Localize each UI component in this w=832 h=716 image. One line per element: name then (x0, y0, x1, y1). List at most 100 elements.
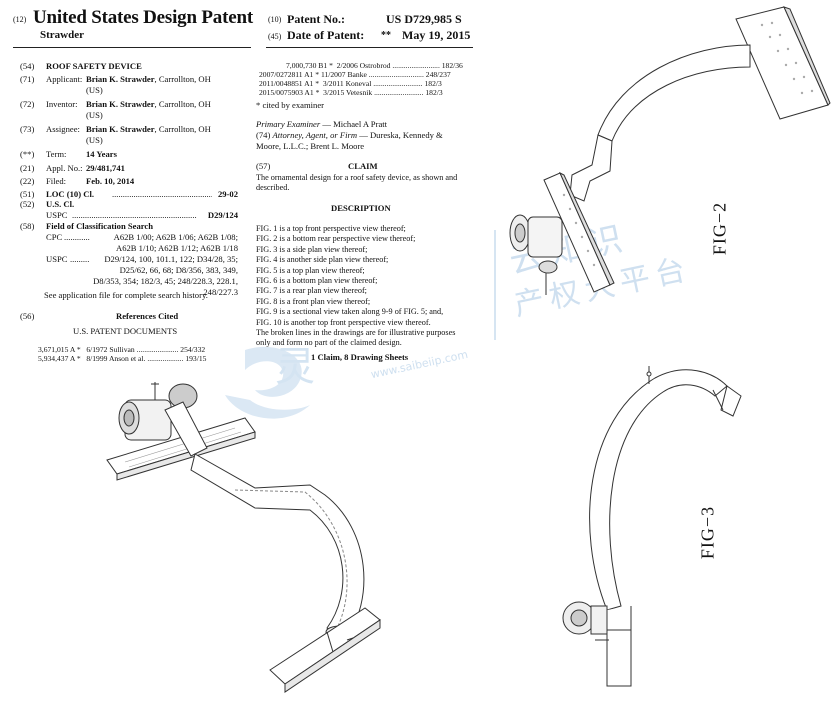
ref-number: 2015/0075903 (259, 88, 303, 97)
watermark-divider (494, 230, 496, 340)
field-22-code: (22) (20, 176, 35, 186)
ref-date: 3/2015 (323, 88, 345, 97)
fig1-drawing (106, 382, 381, 693)
field-term-label: Term: (46, 149, 67, 159)
ref-class: 182/3 (425, 88, 443, 97)
assignee-country: (US) (86, 135, 103, 145)
cited-by-examiner: * cited by examiner (256, 100, 325, 110)
inventor-country: (US) (86, 110, 103, 120)
ref-date: 2/2006 (336, 61, 358, 70)
header-code-45: (45) (268, 32, 282, 41)
references-cited-title: References Cited (116, 311, 179, 321)
field-51-code: (51) (20, 189, 35, 199)
ref-dots: .......................... (373, 79, 423, 88)
inventor-location: , Carrollton, OH (154, 99, 211, 109)
ref-kind: A (69, 345, 75, 354)
claim-title: CLAIM (348, 161, 378, 171)
ref-star: * (329, 61, 333, 70)
field-52-label: U.S. Cl. (46, 199, 75, 209)
patent-no-label: Patent No.: (287, 12, 345, 26)
assignee-location: , Carrollton, OH (154, 124, 211, 134)
ref-kind: A1 (304, 79, 314, 88)
filed-value: Feb. 10, 2014 (86, 176, 135, 186)
ref-kind: B1 (318, 61, 328, 70)
field-73: (73) Assignee: Brian K. Strawder, Carrol… (20, 124, 250, 148)
description-line: The broken lines in the drawings are for… (256, 328, 456, 338)
ref-class: 193/15 (185, 354, 207, 363)
ref-star: * (76, 354, 81, 363)
loc-value: 29-02 (217, 189, 238, 199)
field-56-code: (56) (20, 311, 35, 321)
ref-row-right-2: 2007/0272811 A1 * 11/2007 Banke ........… (259, 70, 451, 80)
uspc-value: D29/124 (207, 210, 238, 220)
ref-class: 182/36 (441, 61, 463, 70)
date-marker: ** (381, 30, 391, 41)
ref-row-left-1: 3,671,015 A * 6/1972 Sullivan ..........… (38, 345, 205, 355)
ref-class: 182/3 (424, 79, 442, 88)
field-58: (58) Field of Classification Search CPC … (20, 221, 238, 301)
cpc-label: CPC (46, 232, 63, 242)
document-title: United States Design Patent (33, 7, 253, 28)
claim-code: (57) (256, 161, 271, 171)
ref-name: Anson et al. (108, 354, 146, 363)
primary-examiner: Primary Examiner — Michael A Pratt (256, 119, 387, 130)
field-54-code: (54) (20, 61, 35, 71)
ref-dots: ......................... (392, 61, 440, 70)
watermark-logo-icon: 灵 (225, 344, 315, 419)
ref-number: 2007/0272811 (259, 70, 303, 79)
field-51-dots: ........................................… (112, 189, 212, 199)
ref-row-right-4: 2015/0075903 A1 * 3/2015 Vetesnik ......… (259, 88, 443, 98)
description-line: FIG. 3 is a side plan view thereof; (256, 244, 368, 254)
field-21-code: (21) (20, 163, 35, 173)
cpc-line-1: A62B 1/00; A62B 1/06; A62B 1/08; (113, 232, 238, 242)
field-52-code: (52) (20, 199, 35, 209)
field-58-label: Field of Classification Search (46, 221, 154, 231)
uspc-search-label: USPC (46, 254, 68, 264)
ref-name: Ostrobrod (359, 61, 391, 70)
header-code-12: (12) (13, 15, 27, 24)
attorney-line-1: — Dureska, Kennedy & (357, 130, 443, 140)
field-22-label: Filed: (46, 176, 67, 186)
field-71-code: (71) (20, 74, 35, 84)
description-list: FIG. 1 is a top front perspective view t… (256, 224, 476, 349)
field-71-label: Applicant: (46, 74, 83, 84)
description-line: FIG. 1 is a top front perspective view t… (256, 224, 406, 233)
field-21-label: Appl. No.: (46, 163, 83, 173)
ref-number: 2011/0048851 (259, 79, 303, 88)
ref-dots: ............................. (368, 70, 424, 79)
description-line: FIG. 8 is a front plan view thereof; (256, 296, 371, 306)
assignee-name: Brian K. Strawder (86, 124, 155, 134)
claim-heading: (57) CLAIM (256, 161, 472, 172)
ref-number: 7,000,730 (286, 61, 317, 70)
field-72-label: Inventor: (46, 99, 78, 109)
field-52-sublabel: USPC (46, 210, 68, 220)
field-52-dots: ........................................… (72, 210, 197, 220)
uspc-line-3: D8/353, 354; 182/3, 45; 248/228.3, 228.1… (93, 276, 238, 286)
header-code-10: (10) (268, 15, 282, 24)
patent-date: May 19, 2015 (402, 28, 471, 42)
description-line: FIG. 9 is a sectional view taken along 9… (256, 307, 444, 317)
fig3-label: FIG−3 (697, 505, 718, 560)
ref-date: 8/1999 (86, 354, 108, 363)
ref-date: 11/2007 (320, 70, 346, 79)
applicant-name: Brian K. Strawder (86, 74, 155, 84)
date-label: Date of Patent: (287, 28, 365, 42)
description-line: FIG. 10 is another top front perspective… (256, 317, 431, 327)
svg-text:灵: 灵 (275, 344, 315, 390)
ref-row-left-2: 5,934,437 A * 8/1999 Anson et al. ......… (38, 354, 206, 364)
uspc-line-1: D29/124, 100, 101.1, 122; D34/28, 35; (104, 254, 238, 264)
ref-number: 3,671,015 (38, 345, 69, 354)
description-line: FIG. 5 is a top plan view thereof; (256, 265, 365, 275)
ref-star: * (315, 70, 320, 79)
attorney-code: (74) (256, 130, 271, 140)
uspc-line-4: 248/227.3 (203, 287, 238, 297)
ref-row-right-1: 7,000,730 B1 * 2/2006 Ostrobrod ........… (286, 61, 463, 71)
ref-name: Koneval (345, 79, 372, 88)
header-rule-left (13, 47, 251, 48)
ref-dots: ................... (147, 354, 184, 363)
ref-name: Sullivan (109, 345, 135, 354)
ref-star: * (315, 79, 320, 88)
fig2-drawing (509, 6, 831, 295)
description-line: FIG. 2 is a bottom rear perspective view… (256, 234, 416, 244)
ref-star: * (315, 88, 320, 97)
